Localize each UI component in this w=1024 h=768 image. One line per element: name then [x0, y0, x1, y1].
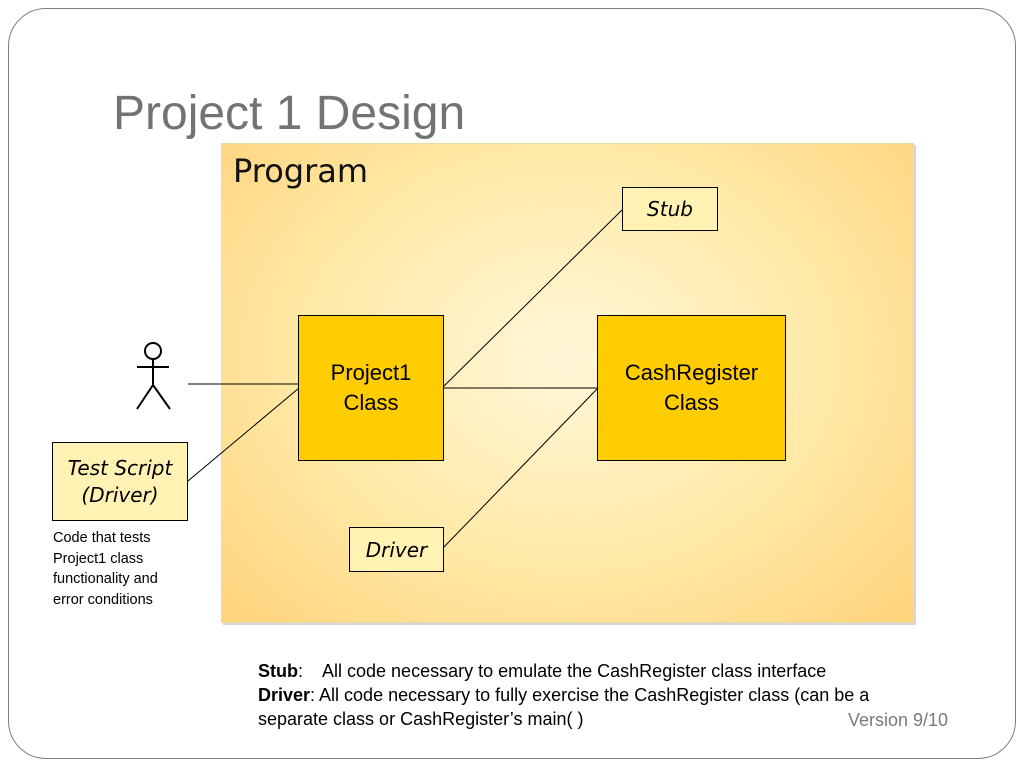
project1-class-line2: Class: [343, 390, 399, 415]
note-line1: Code that tests: [53, 530, 151, 546]
driver-term: Driver: [258, 685, 311, 705]
note-line4: error conditions: [53, 591, 153, 608]
stub-definition: Stub: All code necessary to emulate the …: [258, 659, 938, 683]
stub-term: Stub: [258, 661, 298, 681]
test-script-note: Code that tests Project1 class functiona…: [53, 528, 193, 610]
cashregister-class-line1: CashRegister: [624, 360, 759, 385]
cashregister-class-box: CashRegister Class: [597, 315, 786, 461]
version-label: Version 9/10: [848, 710, 949, 730]
test-script-connector: [187, 387, 300, 482]
driver-cashregister-connector: [442, 388, 598, 549]
project1-stub-connector: [442, 208, 624, 388]
note-line3: functionality and: [53, 571, 158, 587]
program-label: Program: [233, 152, 369, 190]
test-script-box: Test Script (Driver): [52, 442, 188, 521]
project1-class-box: Project1 Class: [298, 315, 444, 461]
note-line2: Project1 class: [53, 550, 144, 567]
cashregister-class-line2: Class: [663, 390, 719, 415]
driver-definition-text: : All code necessary to fully exercise t…: [258, 685, 870, 729]
test-script-line1: Test Script: [67, 455, 173, 480]
driver-box: Driver: [349, 527, 444, 572]
stub-box: Stub: [622, 187, 718, 231]
definitions-block: Stub: All code necessary to emulate the …: [258, 659, 938, 731]
actor-icon: [136, 342, 171, 410]
stub-definition-text: : All code necessary to emulate the Cash…: [298, 661, 827, 681]
driver-definition: Driver: All code necessary to fully exer…: [258, 683, 938, 731]
project1-class-line1: Project1: [330, 360, 412, 385]
slide-title: Project 1 Design: [113, 87, 466, 140]
test-script-line2: (Driver): [81, 482, 159, 507]
